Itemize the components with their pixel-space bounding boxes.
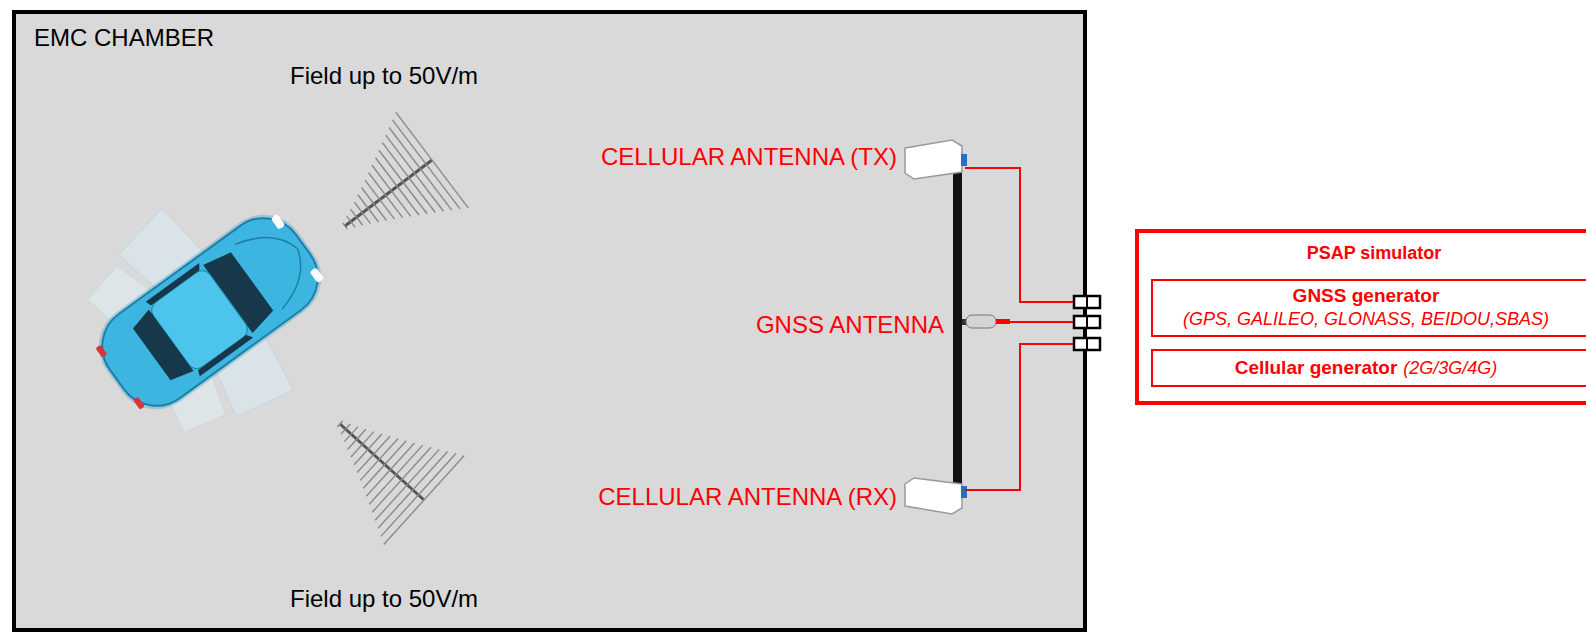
antenna-mast [953, 160, 962, 496]
feedthrough-connector [1074, 296, 1100, 350]
box-heading: Cellular generator [1235, 356, 1398, 381]
technology-list: (2G/3G/4G) [1403, 357, 1497, 380]
antenna-label: GNSS ANTENNA [756, 311, 944, 339]
cellular-antenna-panel [905, 140, 967, 179]
field-strength-label: Field up to 50V/m [290, 585, 478, 613]
antenna-label: CELLULAR ANTENNA (TX) [601, 143, 897, 171]
rf-cable [1010, 321, 1074, 323]
field-strength-label: Field up to 50V/m [290, 62, 478, 90]
box-heading: GNSS generator [1153, 284, 1579, 309]
generator-box: Cellular generator(2G/3G/4G) [1151, 349, 1586, 388]
constellation-list: (GPS, GALILEO, GLONASS, BEIDOU,SBAS) [1153, 308, 1579, 331]
chamber-title: EMC CHAMBER [34, 24, 1065, 53]
generator-box: GNSS generator(GPS, GALILEO, GLONASS, BE… [1151, 279, 1586, 337]
box-heading: PSAP simulator [1159, 243, 1586, 265]
antenna-label: CELLULAR ANTENNA (RX) [598, 483, 897, 511]
psap-simulator-box: PSAP simulatorGNSS generator(GPS, GALILE… [1135, 229, 1586, 405]
